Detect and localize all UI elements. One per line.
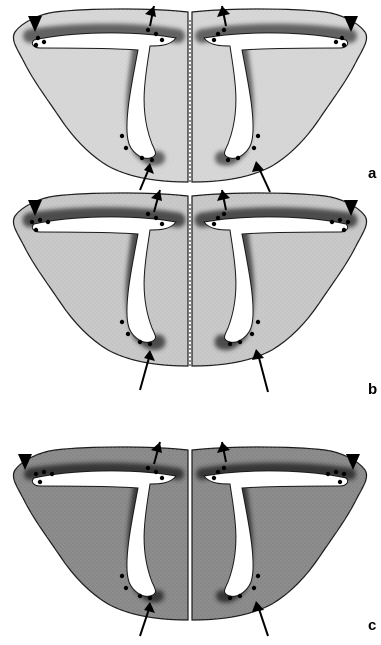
right-hemisection: [192, 190, 367, 392]
right-hemisection: [192, 6, 367, 192]
panel-b: b: [13, 190, 377, 398]
panel-label: c: [368, 617, 376, 634]
left-hemisection: [13, 6, 190, 190]
left-hemisection: [13, 442, 190, 636]
panel-a: a: [13, 6, 377, 192]
panel-label: a: [368, 165, 377, 182]
right-hemisection: [192, 442, 367, 636]
panel-label: b: [368, 381, 377, 398]
left-hemisection: [13, 190, 190, 390]
panel-c: c: [13, 442, 376, 636]
